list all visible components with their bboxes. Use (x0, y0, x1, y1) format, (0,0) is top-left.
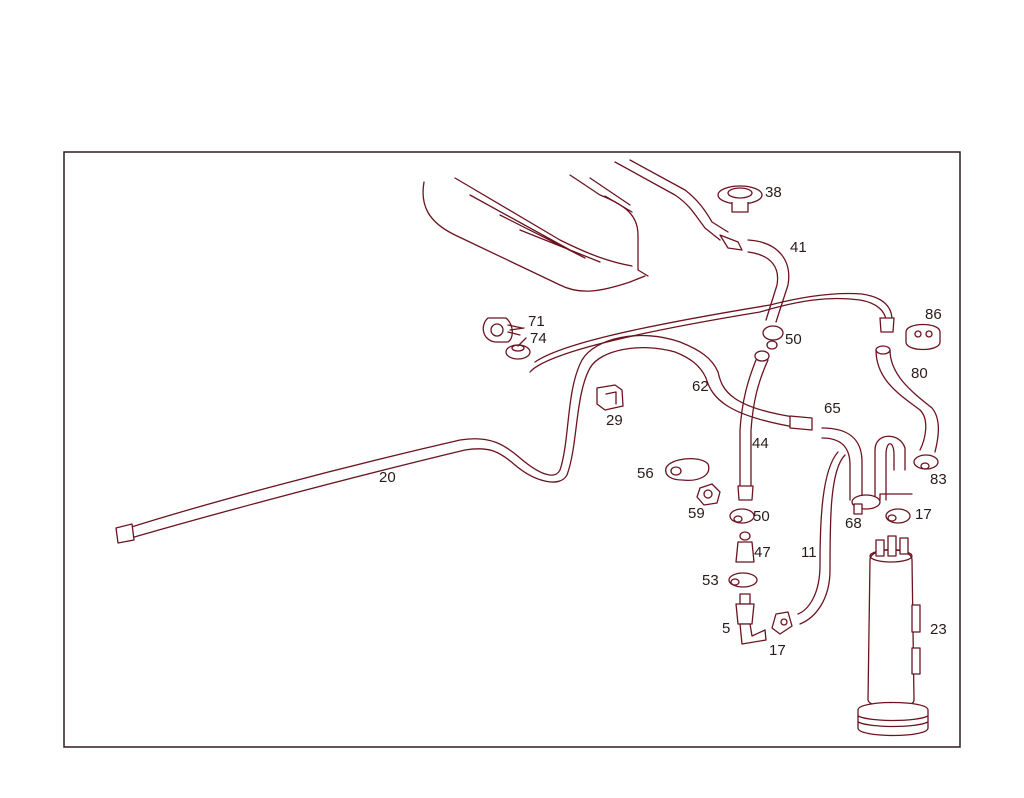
diagram-frame (63, 151, 961, 748)
part-labels: 38 41 86 71 74 50 80 62 29 65 44 20 56 8… (379, 184, 947, 659)
part-50-lower-clamp (729, 508, 755, 524)
label-71: 71 (528, 313, 545, 330)
hose-41 (747, 239, 790, 323)
label-29: 29 (606, 412, 623, 429)
hose-65-11 (797, 427, 906, 625)
label-65: 65 (824, 400, 841, 417)
label-23: 23 (930, 621, 947, 638)
label-50-upper: 50 (785, 331, 802, 348)
label-86: 86 (925, 306, 942, 323)
part-50-upper-clamp (762, 325, 784, 350)
label-20: 20 (379, 469, 396, 486)
part-68-clamp (851, 493, 913, 515)
fuel-tank-outline (422, 174, 649, 292)
label-17-upper: 17 (915, 506, 932, 523)
part-86-grommet (905, 323, 941, 351)
part-5-fitting (735, 593, 767, 645)
part-38-vent-cap (717, 185, 763, 213)
part-74-grommet (505, 344, 531, 360)
part-56-clip (665, 458, 710, 481)
part-59-nut (696, 483, 721, 506)
part-47-filter (735, 531, 755, 563)
label-74: 74 (530, 330, 547, 347)
label-68: 68 (845, 515, 862, 532)
label-17-lower: 17 (769, 642, 786, 659)
label-38: 38 (765, 184, 782, 201)
hose-44 (737, 350, 770, 501)
label-83: 83 (930, 471, 947, 488)
label-56: 56 (637, 465, 654, 482)
part-23-canister (857, 535, 929, 737)
label-53: 53 (702, 572, 719, 589)
breather-line (529, 292, 895, 373)
label-59: 59 (688, 505, 705, 522)
label-50-lower: 50 (753, 508, 770, 525)
label-44: 44 (752, 435, 769, 452)
part-17-upper-clamp (885, 508, 911, 524)
label-11: 11 (801, 544, 817, 561)
label-47: 47 (754, 544, 771, 561)
part-83-clamp (913, 454, 939, 470)
label-5: 5 (722, 620, 730, 637)
part-29-bracket (596, 384, 624, 411)
filler-line (614, 159, 743, 251)
leader-lines (509, 327, 527, 347)
fuel-line-20 (115, 335, 813, 544)
part-71-clip (482, 317, 523, 343)
part-53-clamp (728, 572, 758, 588)
label-80: 80 (911, 365, 928, 382)
label-62: 62 (692, 378, 709, 395)
part-17-lower-clamp (771, 611, 793, 635)
label-41: 41 (790, 239, 807, 256)
hose-80 (875, 345, 940, 453)
